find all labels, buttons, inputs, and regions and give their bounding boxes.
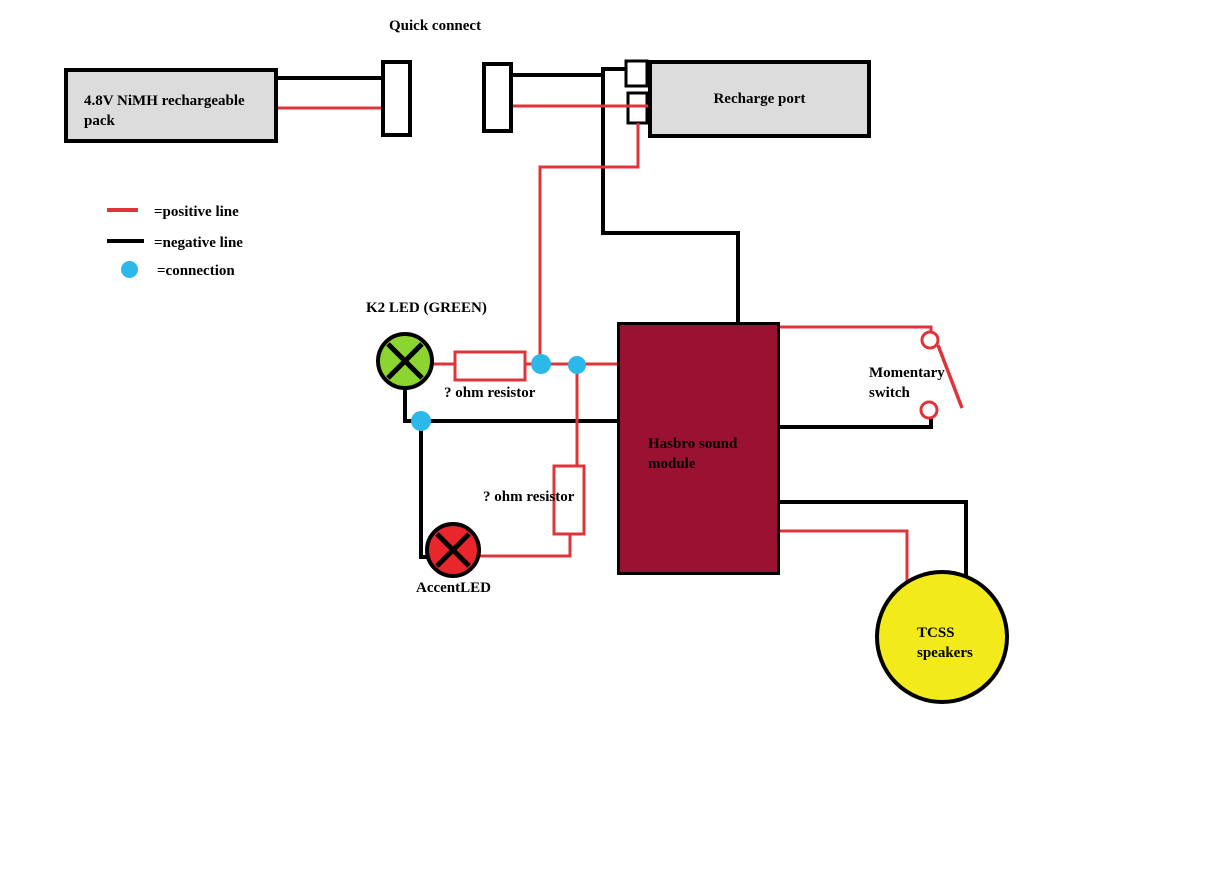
connection-dot bbox=[531, 354, 551, 374]
wire-positive-resistor-to-accentled bbox=[479, 534, 572, 558]
battery-pack-label: 4.8V NiMH rechargeable pack bbox=[84, 93, 245, 129]
resistor-top-label: ? ohm resistor bbox=[444, 385, 536, 401]
sound-module-label: Hasbro sound module bbox=[648, 436, 738, 472]
legend-negative-label: =negative line bbox=[154, 235, 243, 251]
battery-pack-box: 4.8V NiMH rechargeable pack bbox=[64, 68, 278, 143]
wire-negative-module-to-switch bbox=[778, 415, 933, 429]
wire-negative-module-to-speaker bbox=[778, 500, 968, 578]
wire-positive-module-to-speaker bbox=[778, 529, 909, 581]
legend-connection-label: =connection bbox=[157, 263, 235, 279]
accent-led-label: AccentLED bbox=[416, 580, 491, 596]
momentary-switch-lever bbox=[936, 344, 964, 409]
speaker-label: TCSS speakers bbox=[917, 625, 973, 661]
connection-dot bbox=[411, 411, 431, 431]
quick-connect-label: Quick connect bbox=[389, 18, 482, 34]
k2-led-symbol bbox=[376, 332, 434, 390]
switch-terminal-top bbox=[920, 330, 940, 350]
wire-negative-rechargeport-to-module bbox=[601, 67, 740, 325]
switch-terminal-bottom bbox=[919, 400, 939, 420]
recharge-port-terminal-positive bbox=[626, 91, 649, 125]
k2-led-label: K2 LED (GREEN) bbox=[366, 300, 487, 316]
accent-led-symbol bbox=[425, 522, 481, 578]
resistor-mid-label: ? ohm resistor bbox=[483, 489, 575, 505]
legend-negative-line-swatch bbox=[107, 239, 144, 243]
sound-module-box: Hasbro sound module bbox=[617, 322, 780, 575]
recharge-port-box: Recharge port bbox=[648, 60, 871, 138]
momentary-switch-label: Momentary switch bbox=[869, 365, 945, 401]
resistor-top bbox=[453, 350, 527, 382]
wire-negative-k2led-to-module bbox=[403, 388, 619, 423]
quick-connect-plug-left bbox=[381, 60, 412, 137]
resistor-mid bbox=[552, 464, 586, 536]
quick-connect-plug-right bbox=[482, 62, 513, 133]
legend-positive-label: =positive line bbox=[154, 204, 239, 220]
connection-dot bbox=[568, 356, 586, 374]
recharge-port-label: Recharge port bbox=[713, 90, 806, 107]
recharge-port-terminal-negative bbox=[624, 59, 649, 88]
speaker-symbol bbox=[875, 570, 1009, 704]
legend-connection-dot-swatch bbox=[121, 261, 138, 278]
legend-positive-line-swatch bbox=[107, 208, 138, 212]
wire-positive-module-to-switch bbox=[778, 325, 933, 332]
wire-positive-rechargeport-drop bbox=[538, 123, 640, 364]
